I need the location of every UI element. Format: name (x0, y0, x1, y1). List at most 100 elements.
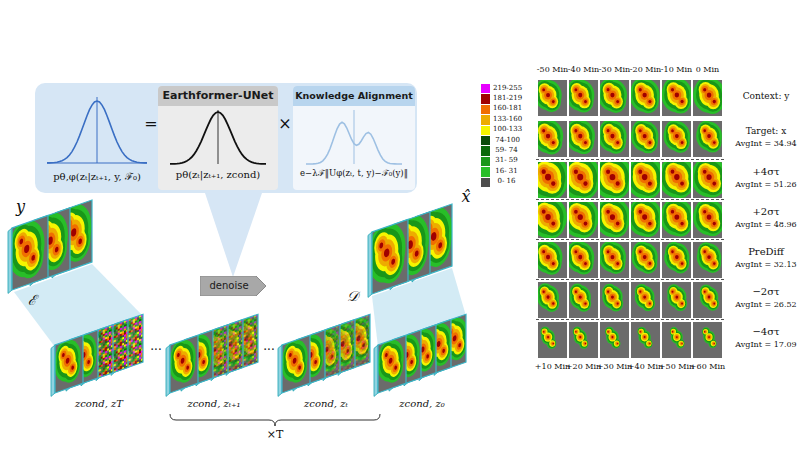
radar-echo (609, 294, 615, 301)
radar-echo (702, 249, 707, 255)
radar-echo (574, 289, 578, 294)
radar-ground (693, 121, 722, 157)
radar-echo (672, 331, 673, 332)
radar-echo (681, 303, 683, 305)
radar-echo (579, 336, 581, 338)
radar-echo (662, 80, 691, 112)
radar-echo (664, 242, 689, 273)
radar-echo (710, 180, 717, 188)
radar-echo (574, 88, 577, 91)
radar-echo (614, 139, 620, 145)
radar-echo (633, 124, 656, 149)
radar-echo (671, 88, 674, 91)
distribution-curve (306, 122, 402, 164)
row-separator (536, 279, 725, 280)
figure-label: ×T (267, 429, 284, 442)
radar-echo (545, 334, 551, 341)
radar-echo (607, 129, 610, 132)
radar-echo (572, 248, 589, 267)
radar-cell (598, 120, 629, 157)
radar-echo (391, 258, 395, 265)
radar-ground (600, 121, 629, 157)
radar-echo (583, 301, 587, 306)
radar-echo (538, 162, 567, 198)
radar-echo (574, 329, 580, 335)
radar-echo (697, 244, 721, 271)
radar-echo (611, 335, 615, 339)
radar-echo (62, 352, 65, 357)
radar-cell (631, 322, 660, 358)
radar-echo (642, 214, 647, 220)
radar-echo (662, 162, 691, 198)
radar-echo (711, 261, 716, 267)
radar-echo (679, 140, 684, 146)
radar-echo (616, 342, 619, 345)
radar-echo (600, 162, 629, 198)
radar-echo (693, 202, 722, 236)
legend-label: 133-160 (493, 115, 522, 123)
radar-echo (600, 202, 629, 237)
radar-echo (707, 134, 711, 138)
radar-echo (569, 162, 598, 198)
radar-echo (543, 330, 546, 333)
radar-echo (670, 249, 675, 255)
radar-echo (679, 341, 683, 345)
frame-border (55, 335, 83, 393)
radar-echo (693, 80, 722, 113)
radar-echo (643, 255, 647, 259)
radar-echo (675, 93, 679, 98)
radar-echo (639, 291, 641, 293)
radar-echo (538, 80, 562, 110)
radar-cell (566, 119, 598, 157)
radar-echo (176, 350, 181, 360)
radar-echo (671, 329, 676, 335)
radar-echo (662, 202, 691, 236)
frame (51, 334, 83, 396)
radar-echo (86, 357, 91, 367)
radar-echo (696, 122, 722, 151)
radar-echo (662, 162, 691, 198)
radar-echo (570, 285, 591, 309)
figure-label: zcond, zₜ (304, 398, 348, 410)
radar-echo (712, 182, 716, 186)
radar-echo (600, 242, 626, 274)
grid-label: +2στ (752, 206, 779, 218)
radar-cell (662, 242, 691, 278)
radar-echo (648, 141, 651, 144)
radar-echo (707, 93, 712, 98)
legend-swatch (481, 126, 490, 135)
radar-echo (297, 363, 302, 373)
radar-echo (610, 255, 614, 259)
grid-label: +40 Min (628, 362, 663, 371)
radar-echo (542, 210, 546, 214)
radar-echo (569, 163, 593, 191)
frame-edge (278, 345, 282, 396)
radar-echo (71, 228, 76, 238)
radar-echo (671, 250, 674, 253)
radar-echo (12, 215, 45, 282)
radar-echo (545, 214, 551, 220)
callout-wedge (205, 193, 262, 277)
radar-cell (693, 121, 722, 157)
row-separator (536, 239, 725, 240)
frame (8, 213, 48, 294)
radar-echo (674, 174, 679, 180)
radar-echo (542, 329, 546, 334)
radar-echo (606, 329, 612, 335)
radar-echo (570, 283, 591, 311)
axis (97, 97, 98, 163)
box-header: Knowledge Alignment (293, 86, 415, 106)
formula: pθ(zₜ|zₜ₊₁, zcond) (176, 169, 260, 181)
radar-echo (634, 245, 655, 269)
radar-echo (632, 242, 658, 274)
radar-echo (578, 214, 583, 220)
radar-echo (693, 80, 722, 114)
radar-echo (288, 350, 293, 360)
radar-ground (631, 242, 660, 278)
radar-cell (569, 322, 598, 358)
operator: = (144, 115, 157, 133)
radar-ground (600, 242, 629, 278)
radar-echo (613, 179, 621, 188)
radar-echo (385, 352, 388, 357)
